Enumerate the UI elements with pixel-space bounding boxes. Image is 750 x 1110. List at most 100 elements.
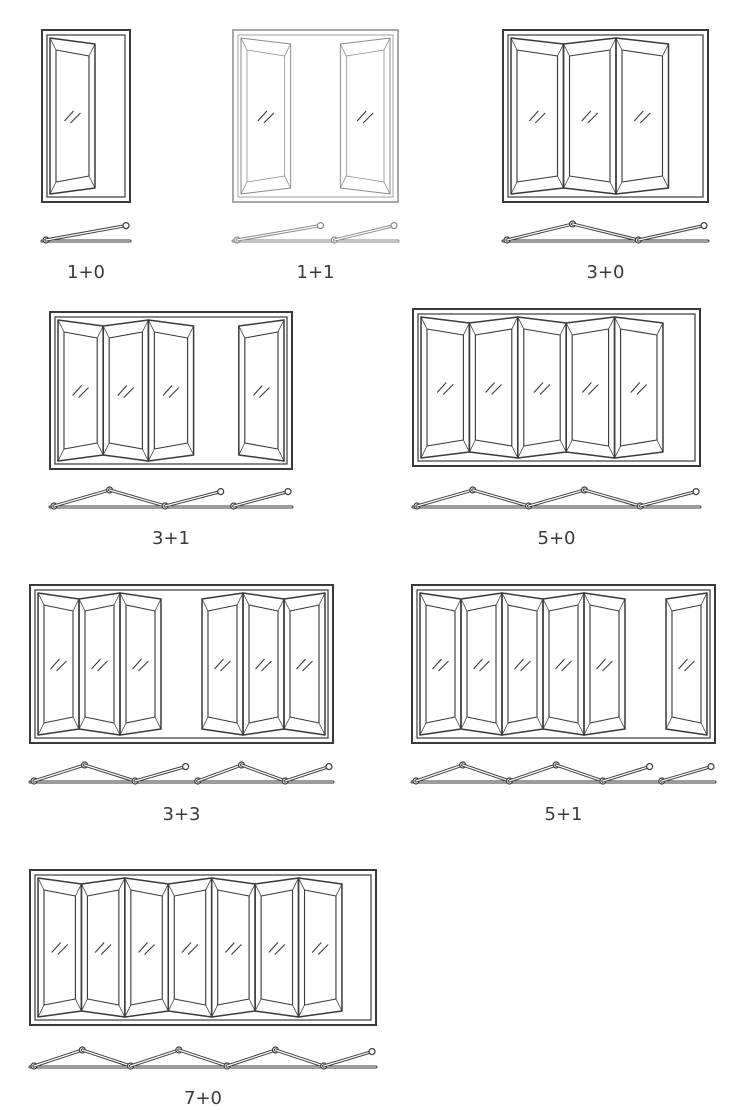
glass-reflection-mark [224, 942, 242, 955]
mitre-line [292, 877, 299, 891]
glass-reflection-mark [533, 382, 551, 395]
glass-stroke [187, 944, 199, 955]
mitre-line [242, 592, 250, 606]
mitre-line [510, 37, 518, 51]
glass-stroke [296, 658, 306, 670]
folded-leaf-plan-core [284, 765, 330, 782]
hinge-knuckle [368, 1047, 376, 1056]
glass-stroke [70, 112, 81, 124]
configuration-label: 5+0 [538, 528, 576, 549]
folded-leaf-plan-core [323, 1050, 373, 1067]
glass-stroke [56, 660, 67, 672]
mitre-line [277, 448, 285, 462]
mitre-line [608, 445, 615, 459]
folded-leaf-plan-core [661, 765, 712, 782]
glass-stroke [57, 944, 69, 955]
glass-stroke [252, 385, 263, 396]
mitre-line [88, 175, 96, 189]
glass-reflection-mark [514, 658, 531, 672]
glass-reflection-mark [181, 942, 199, 955]
glass-pane [244, 331, 279, 450]
glass-stroke [255, 658, 265, 670]
folded-leaf-plan-core [164, 491, 222, 507]
mitre-line [501, 722, 509, 736]
folded-leaf-plan-core [508, 764, 557, 782]
glass-stroke [72, 385, 83, 396]
glass-reflection-mark [132, 658, 149, 672]
mitre-line [118, 1004, 126, 1018]
glass-stroke [596, 658, 606, 670]
mitre-line [57, 319, 65, 333]
mitre-line [454, 716, 462, 730]
glass-pane [86, 889, 120, 1006]
glass-reflection-mark [255, 658, 272, 672]
hinge-knuckle [692, 488, 700, 496]
mitre-line [615, 181, 623, 195]
mitre-line [460, 716, 468, 730]
mitre-line [463, 322, 470, 336]
mitre-line [167, 883, 175, 897]
glass-pane [523, 328, 561, 447]
glass-reflection-mark [72, 385, 89, 398]
glass-stroke [220, 660, 231, 672]
configuration-label: 1+0 [67, 262, 105, 283]
mitre-line [72, 716, 80, 730]
folded-leaf-plan-core [240, 764, 286, 782]
glass-reflection-mark [356, 110, 374, 124]
glass-reflection-mark [50, 658, 67, 672]
glass-stroke [630, 382, 641, 393]
glass-pane [207, 604, 238, 724]
glass-pane [248, 604, 279, 724]
glass-reflection-mark [117, 385, 135, 398]
mitre-line [49, 37, 57, 51]
glass-stroke [436, 382, 447, 393]
glass-pane [153, 331, 189, 450]
mitre-line [37, 877, 45, 891]
door-leaf [517, 316, 567, 459]
mitre-line [57, 448, 65, 462]
folded-leaf-plan-core [129, 1049, 180, 1067]
mitre-line [113, 722, 121, 736]
glass-pane [621, 49, 664, 183]
glass-stroke [539, 384, 551, 395]
mitre-line [205, 1004, 213, 1018]
glass-pane [425, 604, 456, 724]
mitre-line [665, 598, 673, 612]
mitre-line [536, 716, 544, 730]
folded-leaf-plan-core [178, 1049, 228, 1067]
glass-stroke [528, 110, 539, 122]
mitre-line [656, 439, 664, 453]
mitre-line [148, 448, 155, 462]
mitre-line [240, 37, 248, 51]
glass-stroke [561, 660, 572, 672]
glass-stroke [97, 660, 108, 672]
glass-stroke [50, 658, 60, 670]
mitre-line [656, 322, 664, 336]
mitre-line [614, 445, 621, 459]
mitre-line [318, 592, 326, 606]
mitre-line [460, 598, 468, 612]
folded-leaf-plan-core [555, 764, 604, 782]
glass-stroke [602, 660, 613, 672]
glass-stroke [261, 660, 272, 672]
door-leaf [510, 37, 565, 195]
mitre-line [284, 43, 292, 57]
configuration-5-0: 5+0 [411, 308, 702, 549]
folded-leaf-plan-core [134, 765, 187, 782]
mitre-line [254, 883, 262, 897]
glass-reflection-mark [94, 942, 112, 955]
glass-stroke [168, 387, 180, 398]
hinge-knuckle [325, 762, 333, 771]
door-frame-outer [49, 311, 293, 470]
glass-pane [426, 328, 464, 447]
mitre-line [236, 592, 244, 606]
mitre-line [78, 598, 86, 612]
glass-pane [125, 604, 156, 724]
glass-stroke [144, 944, 155, 955]
door-leaf [49, 37, 96, 195]
configuration-3-0: 3+0 [501, 29, 710, 283]
mitre-line [542, 598, 550, 612]
glass-pane [516, 49, 559, 183]
configuration-3-1: 3+1 [48, 311, 294, 549]
